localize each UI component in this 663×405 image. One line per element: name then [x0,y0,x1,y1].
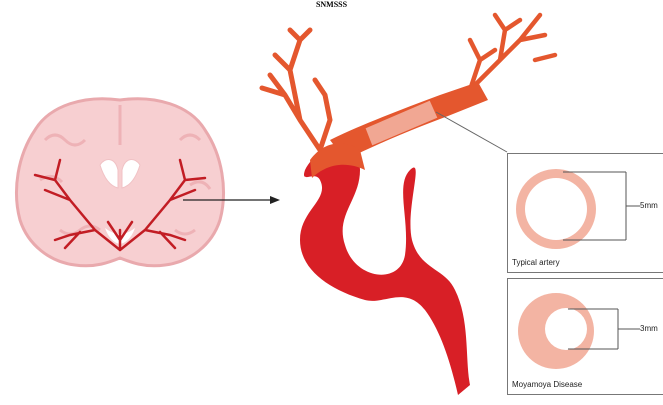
moyamoya-diameter-label: 3mm [640,324,658,333]
moyamoya-artery-lumen [545,308,587,350]
typical-diameter-label: 5mm [640,201,658,210]
right-branches [470,15,555,90]
moyamoya-artery-graphic [508,279,663,396]
callout-line-upper [436,112,507,152]
typical-artery-graphic [508,154,663,274]
typical-artery-caption: Typical artery [512,258,560,267]
typical-artery-panel: 5mm Typical artery [507,153,663,273]
internal-carotid-artery [300,148,470,396]
left-branches [262,30,330,150]
brain-cross-section [16,99,223,266]
moyamoya-panel: 3mm Moyamoya Disease [507,278,663,395]
moyamoya-caption: Moyamoya Disease [512,380,582,389]
stenosis-highlight [365,100,438,146]
typical-artery-lumen [525,178,587,240]
